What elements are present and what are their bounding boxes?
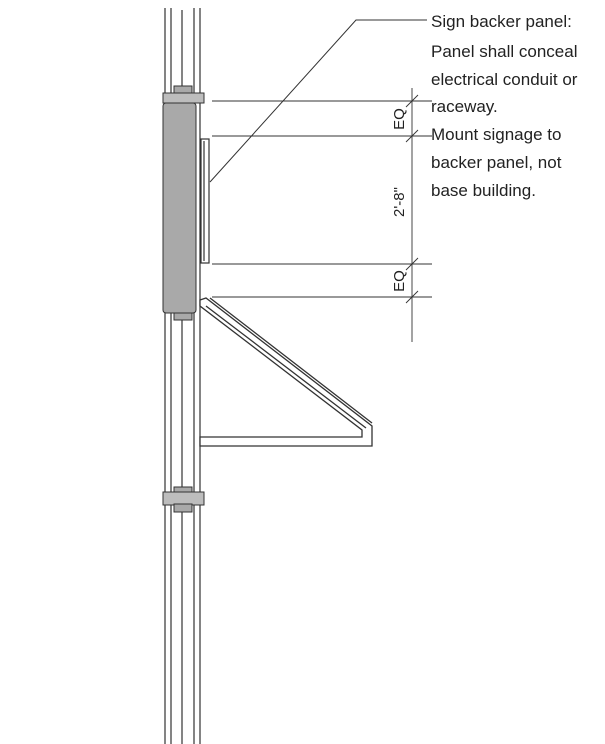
support-bracket (199, 297, 373, 447)
lower-clip (162, 491, 205, 506)
dim-2ft-8in: 2'-8" (391, 187, 408, 217)
signage (200, 138, 210, 264)
dim-eq-top: EQ (391, 108, 408, 130)
note-line: backer panel, not (431, 153, 562, 172)
sign-backer-note: Sign backer panel: Panel shall conceal e… (431, 12, 578, 200)
note-line: Sign backer panel: (431, 12, 572, 31)
note-line: Mount signage to (431, 125, 561, 144)
note-line: base building. (431, 181, 536, 200)
note-line: Panel shall conceal (431, 42, 577, 61)
dimension-lines (212, 88, 432, 342)
note-line: electrical conduit or (431, 70, 578, 89)
note-line: raceway. (431, 97, 498, 116)
note-leader-line (209, 19, 427, 183)
sign-backer-panel (162, 102, 197, 314)
dim-eq-bottom: EQ (391, 270, 408, 292)
